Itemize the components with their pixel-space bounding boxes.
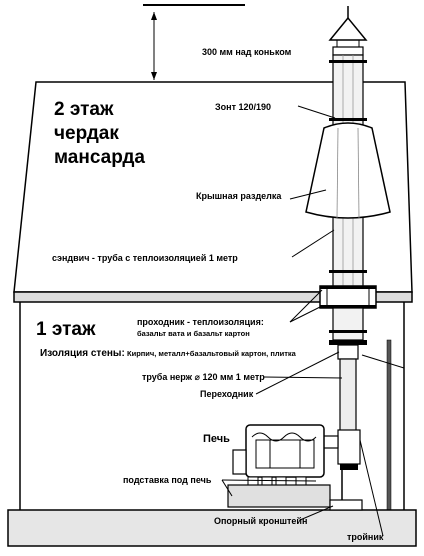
support-bracket-part: [329, 499, 363, 511]
label-stove-stand: подставка под печь: [123, 475, 212, 485]
height-dimension: [143, 4, 245, 80]
label-roof-cut: Крышная разделка: [196, 191, 282, 201]
adapter-part: [337, 344, 359, 360]
label-floor1: 1 этаж: [36, 319, 96, 340]
floor: [7, 509, 417, 547]
label-tee: тройник: [347, 532, 384, 542]
label-height-above-ridge: 300 мм над коньком: [202, 47, 292, 57]
tee-part: [321, 429, 361, 504]
chimney-cap: [328, 6, 368, 56]
label-floor2-line2: чердак: [54, 123, 119, 144]
label-floor2-line3: мансарда: [54, 147, 145, 168]
label-wall-insulation-detail: Кирпич, металл+базальтовый картон, плитк…: [127, 349, 297, 358]
ceiling-pass-through: [319, 285, 377, 309]
label-pass-through-detail: базальт вата и базальт картон: [137, 329, 250, 338]
label-cap: Зонт 120/190: [215, 102, 271, 112]
leader-lines: [221, 105, 405, 537]
label-adapter: Переходник: [200, 389, 254, 399]
steel-pipe: [339, 358, 357, 438]
stove-stand-slab: [227, 484, 331, 508]
label-support-bracket: Опорный кронштейн: [214, 516, 307, 526]
label-floor2-line1: 2 этаж: [54, 99, 114, 120]
label-sandwich-pipe: сэндвич - труба с теплоизоляцией 1 метр: [52, 253, 238, 263]
roof-flashing: [305, 122, 391, 219]
label-wall-insulation: Изоляция стены:: [40, 348, 125, 359]
label-pass-through: проходник - теплоизоляция:: [137, 317, 264, 327]
wall-insulation-panel: [386, 339, 392, 511]
label-stove: Печь: [203, 433, 230, 445]
stove: [232, 424, 325, 486]
label-steel-pipe: труба нерж ⌀ 120 мм 1 метр: [142, 372, 265, 382]
